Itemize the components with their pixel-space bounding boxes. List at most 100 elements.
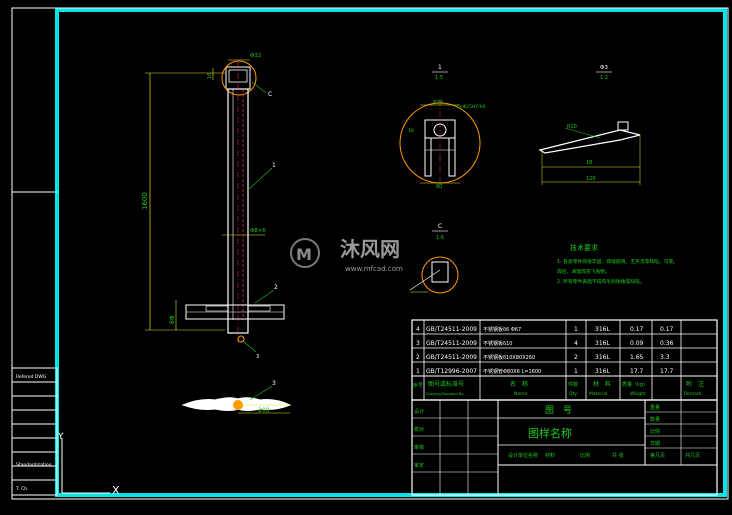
tb-company: 设计单位名称	[508, 452, 538, 459]
note-line-3: 2. 所有零件表面不得有毛刺锐角等缺陷。	[557, 278, 645, 285]
bom-r1-mat: 316L	[595, 326, 610, 333]
left-strip-label-2: Standardization	[16, 462, 52, 468]
base-plan-view: 200 3	[181, 380, 292, 414]
tb-drawing-no-label: 图 号	[545, 405, 572, 416]
bom-r1-total: 0.17	[660, 326, 674, 333]
tb-right-4: 日期	[650, 441, 660, 447]
callout-1-label: 1	[272, 162, 276, 169]
bom-h-mat: 材 料	[593, 380, 611, 388]
callout-2-label: 2	[274, 284, 278, 291]
bom-r1-std: GB/T24511-2009	[426, 326, 477, 333]
bom-h-std-en: Drawing/Standard No.	[426, 392, 465, 396]
watermark-url: www.mfcad.com	[345, 265, 403, 273]
tb-mat-label: 材料	[545, 452, 555, 459]
callout-3b-label: 3	[272, 380, 276, 387]
view-2-dim-b: 18	[586, 160, 592, 166]
bom-h-name: 名 称	[510, 380, 528, 388]
bom-r4-total: 17.7	[660, 368, 674, 375]
bom-r3-total: 3.3	[660, 354, 670, 361]
tb-right-2: 数量	[650, 416, 660, 423]
detail-view-1: 1 1:5 Φ70 4×Φ25H7/h6 80 18	[399, 64, 486, 190]
watermark-text: 沐风网	[340, 237, 400, 261]
axis-x-label: X	[112, 484, 120, 497]
view-1-title: 1	[438, 64, 442, 71]
main-elevation-view: 1600 8Φ 16 Φ32 C Φ8×6 1 2 3	[141, 53, 285, 360]
bom-r2-no: 3	[416, 340, 420, 347]
bom-h-weight: 质量（kg）	[622, 381, 648, 388]
dim-top-h-label: 16	[207, 73, 213, 79]
tb-scale-label: 比例	[580, 452, 590, 459]
tb-sheet-label: 共 张	[612, 452, 624, 459]
view-2-dim-c: 120	[586, 176, 596, 182]
view-1-dim-w: 80	[436, 184, 442, 190]
bom-r2-qty: 4	[574, 340, 578, 347]
tb-row-approve: 审定	[414, 462, 424, 469]
bom-h-remark: 附 注	[686, 380, 704, 388]
tb-right-3: 比例	[650, 428, 660, 435]
bom-r3-unit: 1.65	[630, 354, 644, 361]
detail-view-2: Φ3 1:2 R10 18 120	[538, 65, 641, 185]
bom-r2-name: 不锈钢板δ10	[483, 340, 512, 347]
note-line-1: 1. 各类零件焊接牢固，焊缝圆滑，无夹渣等缺陷，可靠。	[557, 258, 678, 265]
bom-r4-name: 不锈钢管Φ80X6 L=1600	[483, 368, 541, 375]
sheet-border	[11, 7, 729, 500]
callout-c-label: C	[268, 91, 272, 98]
bom-r2-unit: 0.09	[630, 340, 644, 347]
bom-r4-no: 1	[416, 368, 420, 375]
bom-r3-qty: 2	[574, 354, 578, 361]
technical-notes: 技术要求 1. 各类零件焊接牢固，焊缝圆滑，无夹渣等缺陷，可靠。 焊后，清理焊渣…	[557, 243, 678, 285]
bom-r1-qty: 1	[574, 326, 578, 333]
bom-h-remark-en: Remark	[684, 391, 702, 397]
notes-title: 技术要求	[570, 243, 598, 252]
bom-h-mat-en: Material	[589, 391, 607, 397]
tb-drawing-name: 图样名称	[528, 426, 572, 440]
bom-r1-unit: 0.17	[630, 326, 644, 333]
bom-h-weight-en: Weight	[630, 391, 646, 397]
view-2-scale: 1:2	[600, 75, 608, 81]
watermark: M 沐风网 www.mfcad.com	[290, 237, 403, 273]
drawing-frame	[55, 8, 727, 497]
watermark-logo-text: M	[296, 245, 312, 264]
bom-r3-mat: 316L	[595, 354, 610, 361]
dim-tube-label: Φ8×6	[250, 228, 266, 234]
view-2-dim-a: R10	[567, 124, 577, 130]
detail-view-c: C 1:6	[409, 223, 459, 294]
left-strip-label-3: T. Ch.	[15, 486, 29, 492]
bom-r1-no: 4	[416, 326, 420, 333]
left-strip-label-1: Refered DWG	[16, 374, 47, 380]
view-2-title: Φ3	[600, 65, 608, 71]
callout-3-label: 3	[256, 354, 259, 360]
bom-r2-total: 0.36	[660, 340, 674, 347]
tb-row-review: 审核	[414, 444, 424, 451]
bom-r4-unit: 17.7	[630, 368, 644, 375]
tb-row-check: 校对	[414, 426, 424, 433]
bill-of-materials: 4 GB/T24511-2009 不锈钢板δ6 Φ67 1 316L 0.17 …	[411, 319, 718, 401]
title-block: 设计 校对 审核 审定 图 号 图样名称 设计单位名称 材料 比例 共 张 重量…	[411, 399, 718, 496]
view-1-scale: 1:5	[435, 75, 443, 81]
note-line-2: 焊后，清理焊渣飞溅物。	[557, 268, 610, 275]
bom-r4-std: GB/T12996-2007	[426, 368, 477, 375]
tb-right-6: 共几页	[685, 452, 700, 459]
view-1-dim-hole: 4×Φ25H7/h6	[456, 104, 486, 110]
view-c-scale: 1:6	[436, 235, 444, 241]
bom-r3-no: 2	[416, 354, 420, 361]
bom-h-qty-en: Qty.	[569, 391, 578, 397]
dim-base-h-label: 8Φ	[169, 315, 176, 324]
bom-h-name-en: Name	[514, 391, 528, 397]
bom-r2-std: GB/T24511-2009	[426, 340, 477, 347]
view-1-left: 18	[408, 128, 414, 134]
bom-h-std: 图号或标准号	[428, 380, 464, 388]
tb-row-design: 设计	[414, 408, 424, 415]
tb-right-1: 重量	[650, 404, 660, 411]
tb-right-5: 第几页	[650, 452, 665, 459]
bom-r4-mat: 316L	[595, 368, 610, 375]
bom-h-no: 序号	[413, 382, 423, 389]
bom-r2-mat: 316L	[595, 340, 610, 347]
bom-r3-name: 不锈钢板δ10X80X260	[483, 354, 535, 361]
bom-r3-std: GB/T24511-2009	[426, 354, 477, 361]
dim-length-label: 1600	[141, 192, 149, 210]
dim-top-width-label: Φ32	[250, 53, 261, 59]
view-c-title: C	[438, 223, 442, 230]
dim-bottom-w-label: 200	[258, 407, 270, 414]
